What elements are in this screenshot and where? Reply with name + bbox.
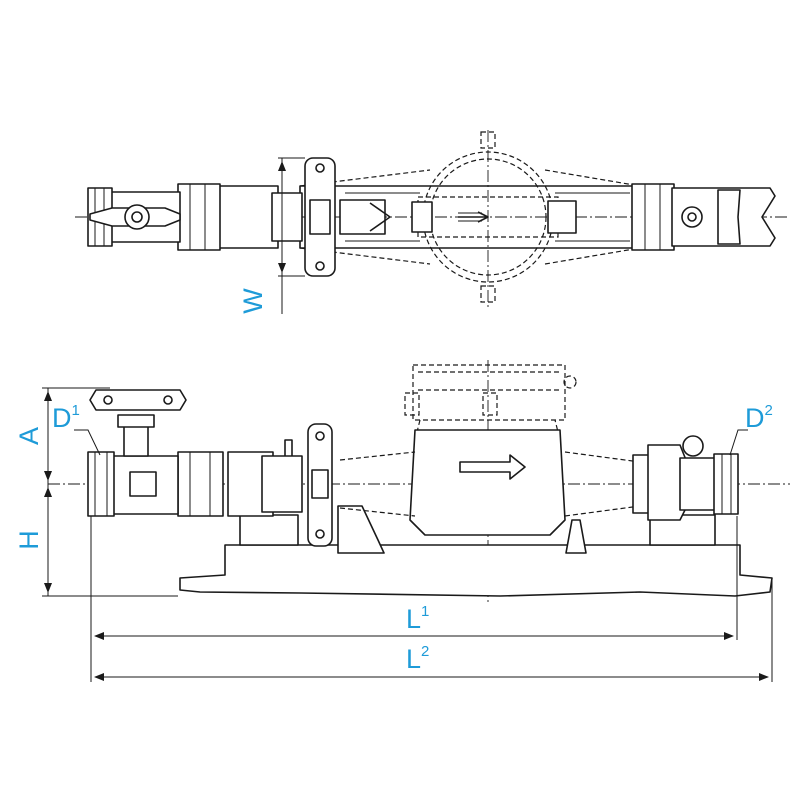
side-view <box>42 360 790 682</box>
top-right-valve-body <box>671 187 776 247</box>
d1-label-base: D <box>52 403 72 433</box>
d2-label-base: D <box>745 403 765 433</box>
side-flow-arrow <box>459 454 526 480</box>
top-left-fitting <box>217 185 279 249</box>
d1-leader <box>74 429 101 456</box>
right-support <box>649 514 716 546</box>
top-right-nut <box>631 183 675 251</box>
d1-label-sup: 1 <box>72 402 80 419</box>
l2-label: L2 <box>406 643 429 674</box>
l2-label-base: L <box>406 644 421 674</box>
valve-handle-side <box>89 389 187 411</box>
a-dimension-label: A <box>14 427 44 445</box>
side-left-nut <box>177 451 224 517</box>
d2-label-sup: 2 <box>765 402 773 419</box>
top-inlet-nozzle <box>339 199 386 235</box>
side-right-outlet <box>713 453 739 515</box>
top-housing-dashed <box>299 169 641 265</box>
d2-label: D2 <box>745 402 773 433</box>
l2-label-sup: 2 <box>421 643 429 660</box>
left-support <box>239 514 299 546</box>
l1-label-base: L <box>406 604 421 634</box>
width-dimension-label: W <box>238 288 268 314</box>
d1-label: D1 <box>52 402 80 433</box>
l1-label: L1 <box>406 603 429 634</box>
top-view <box>75 130 790 314</box>
register-head-dashed <box>412 364 566 421</box>
meter-body <box>409 429 566 536</box>
side-right-valve-body <box>679 457 717 511</box>
d2-leader <box>729 429 748 456</box>
h-dimension-label: H <box>14 530 44 550</box>
base-plate <box>179 544 773 597</box>
top-flow-arrow <box>458 211 489 223</box>
top-right-check-plug <box>681 206 703 228</box>
top-left-nut <box>177 183 221 251</box>
valve-stem <box>123 424 149 457</box>
top-outlet-nozzle <box>547 200 577 234</box>
side-left-inlet <box>87 451 115 517</box>
l1-label-sup: 1 <box>421 603 429 620</box>
